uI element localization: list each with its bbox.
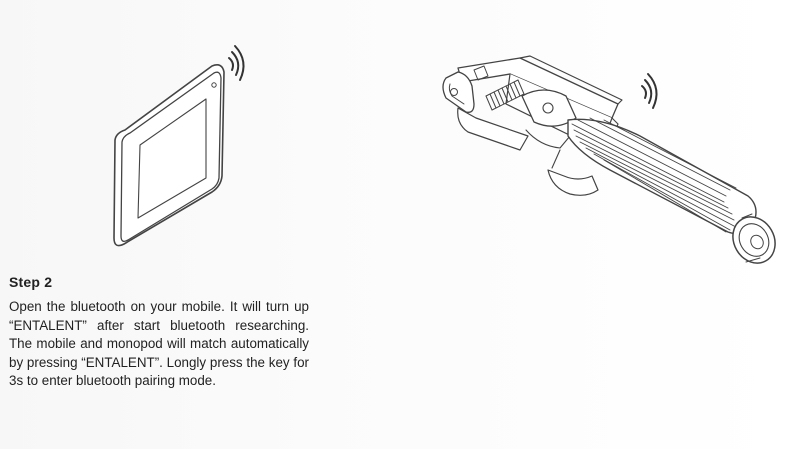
step-instructions: Open the bluetooth on your mobile. It wi… <box>9 299 309 389</box>
step-title: Step 2 <box>9 274 53 290</box>
selfie-monopod-icon <box>442 55 776 264</box>
mobile-phone-icon <box>113 64 225 247</box>
wireless-signal-icon <box>228 45 245 81</box>
wireless-signal-icon <box>641 73 658 109</box>
